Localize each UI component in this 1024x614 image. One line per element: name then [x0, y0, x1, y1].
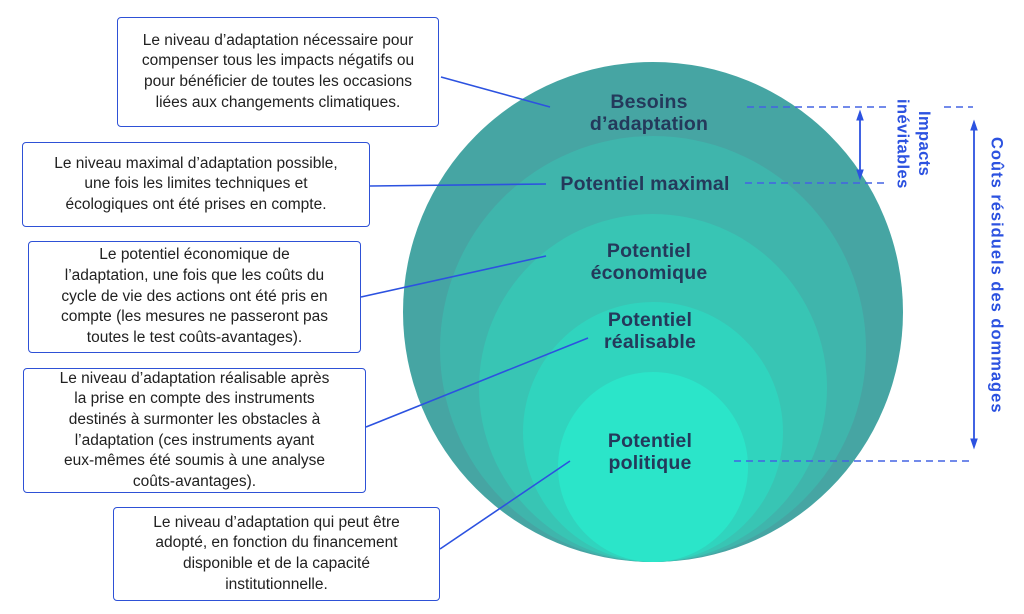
callout-besoins-text: Le niveau d’adaptation nécessaire pour c…	[141, 31, 415, 111]
callout-realisable-text: Le niveau d’adaptation réalisable après …	[59, 369, 330, 490]
ring-label-potentiel-politique: Potentiel politique	[607, 429, 693, 474]
ring-label-potentiel-maximal: Potentiel maximal	[560, 172, 730, 195]
side-label-couts-residuels: Coûts résiduels des dommages	[987, 137, 1006, 414]
callout-potentiel-realisable: Le niveau d’adaptation réalisable après …	[23, 368, 366, 493]
ring-label-besoins-adaptation: Besoins d’adaptation	[589, 90, 709, 135]
ring-label-potentiel-economique: Potentiel économique	[590, 239, 708, 284]
arrow-couts-residuels	[970, 119, 978, 450]
callout-potentiel-politique: Le niveau d’adaptation qui peut être ado…	[113, 507, 440, 601]
callout-potentiel-economique: Le potentiel économique de l’adaptation,…	[28, 241, 361, 353]
circle-potentiel-politique	[558, 372, 748, 562]
callout-economique-text: Le potentiel économique de l’adaptation,…	[60, 246, 329, 346]
callout-potentiel-maximal: Le niveau maximal d’adaptation possible,…	[22, 142, 370, 227]
callout-maximal-text: Le niveau maximal d’adaptation possible,…	[54, 154, 338, 213]
side-label-impacts-inevitables: Impacts inévitables	[893, 99, 933, 189]
ring-label-potentiel-realisable: Potentiel réalisable	[604, 308, 696, 353]
callout-politique-text: Le niveau d’adaptation qui peut être ado…	[153, 513, 400, 593]
callout-besoins-adaptation: Le niveau d’adaptation nécessaire pour c…	[117, 17, 439, 127]
